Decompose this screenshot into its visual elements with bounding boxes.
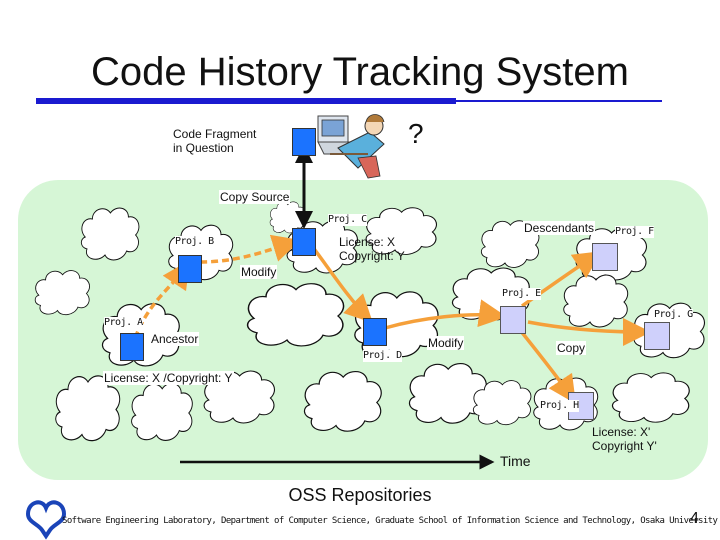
cloud-icon (55, 375, 121, 442)
question-mark: ? (408, 118, 424, 149)
footer-affiliation: Software Engineering Laboratory, Departm… (62, 516, 718, 526)
proj-f-block[interactable] (592, 243, 618, 271)
proj-d-block[interactable] (363, 318, 387, 346)
cloud-icon (303, 370, 382, 432)
cloud-icon (611, 372, 690, 423)
cloud-icon (408, 362, 487, 424)
oss-repositories-label: OSS Repositories (288, 485, 432, 505)
arrow-b-to-c (199, 234, 301, 264)
proj-b-label: Proj. B (175, 236, 214, 248)
cloud-icon (246, 282, 345, 347)
proj-f-label: Proj. F (615, 226, 654, 238)
slide-title: Code History Tracking System (91, 50, 629, 94)
arrow-e-to-f (521, 251, 602, 308)
modify-label-2: Modify (427, 336, 465, 351)
code-fragment-label: Code Fragment in Question (173, 127, 257, 156)
title-underline (36, 98, 662, 104)
ancestor-label: Ancestor (150, 332, 200, 347)
osaka-university-logo-icon (25, 500, 67, 540)
cloud-icon (563, 274, 629, 328)
code-fragment-block[interactable] (292, 128, 316, 156)
cloud-icon (34, 270, 90, 316)
proj-d-label: Proj. D (363, 350, 402, 362)
arrow-c-to-d (310, 244, 373, 323)
proj-e-block[interactable] (500, 306, 526, 334)
proj-c-label: Proj. C (328, 214, 367, 226)
proj-e-label: Proj. E (502, 288, 541, 300)
proj-h-label: Proj. H (540, 400, 579, 412)
person-at-computer-icon (317, 114, 385, 179)
proj-g-label: Proj. G (654, 309, 693, 321)
time-label: Time (500, 453, 531, 469)
descendants-label: Descendants (523, 221, 596, 236)
proj-a-label: Proj. A (104, 317, 143, 329)
title-underline-thick (36, 98, 456, 104)
proj-c-block[interactable] (292, 228, 316, 256)
cloud-icon (80, 207, 140, 261)
license-copyright-label: License: X /Copyright: Y (103, 371, 234, 386)
cloud-icon (130, 382, 193, 441)
arrow-d-to-e (384, 299, 507, 330)
copy-source-label: Copy Source (219, 190, 291, 205)
copy-label: Copy (556, 341, 587, 356)
modify-label-1: Modify (240, 265, 278, 280)
license-xprime-label: License: X' Copyright Y' (592, 425, 657, 454)
proj-g-block[interactable] (644, 322, 670, 350)
title-underline-thin (456, 100, 662, 102)
license-xy-label: License: X Copyright: Y (339, 235, 405, 264)
proj-b-block[interactable] (178, 255, 202, 283)
proj-a-block[interactable] (120, 333, 144, 361)
arrow-e-to-g (527, 317, 651, 346)
page-number: 4 (690, 510, 699, 527)
